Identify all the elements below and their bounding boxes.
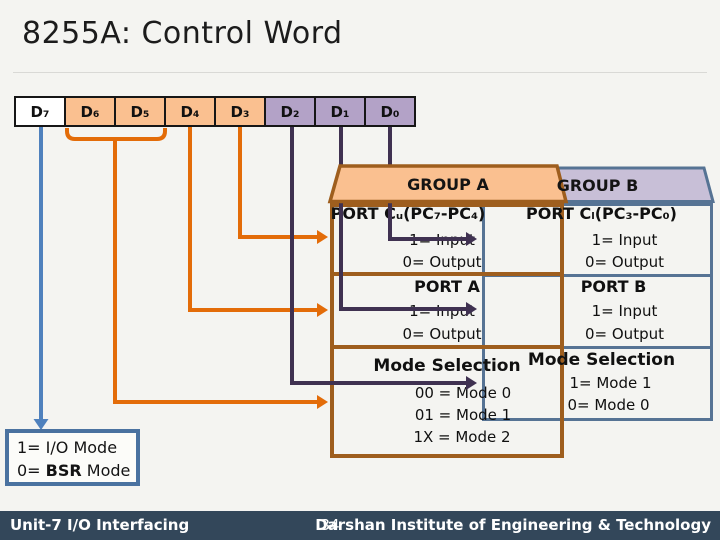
footer-institute-label: Darshan Institute of Engineering & Techn… [315, 516, 711, 534]
group-b-port-b-line: 0= Output [585, 325, 664, 343]
bit-cell-d0: D₀ [364, 96, 416, 127]
page-title: 8255A: Control Word [22, 16, 343, 51]
bit-cell-d4: D₄ [164, 96, 216, 127]
group-a-mode-line: 01 = Mode 1 [414, 406, 512, 424]
group-b-mode-line: 0= Mode 0 [567, 396, 650, 414]
bsr-mode-line: 0= BSR Mode [17, 461, 131, 480]
group-b-port-c-lower-line: 1= Input [591, 231, 658, 249]
group-a-divider-2 [330, 345, 564, 349]
bit-cell-d6: D₆ [64, 96, 116, 127]
bit-cell-d7: D₇ [14, 96, 66, 127]
io-bsr-mode-box: 1= I/O Mode 0= BSR Mode [5, 429, 140, 486]
bit-cell-d2: D₂ [264, 96, 316, 127]
group-b-header-label: GROUP B [556, 176, 639, 195]
d3-connector [238, 127, 328, 244]
group-b-mode-line: 1= Mode 1 [569, 374, 652, 392]
io-mode-line: 1= I/O Mode [17, 438, 118, 457]
control-word-bit-row: D₇ D₆ D₅ D₄ D₃ D₂ D₁ D₀ [14, 96, 416, 127]
group-b-divider-1 [482, 274, 713, 277]
group-a-mode-line: 1X = Mode 2 [413, 428, 511, 446]
bit-cell-d3: D₃ [214, 96, 266, 127]
group-b-mode-selection-title: Mode Selection [527, 350, 676, 370]
group-b-port-b-line: 1= Input [591, 302, 658, 320]
d6-d5-arrowhead [317, 395, 328, 409]
title-divider [13, 72, 707, 73]
d6-d5-bracket-connector [65, 128, 328, 409]
group-b-box [482, 203, 713, 421]
group-b-port-c-lower-title: PORT Cₗ(PC₃-PC₀) [526, 204, 677, 223]
footer-bar: Unit-7 I/O Interfacing 34 Darshan Instit… [0, 511, 720, 540]
d7-connector [33, 127, 49, 430]
footer-unit-label: Unit-7 I/O Interfacing [10, 516, 190, 534]
bit-cell-d5: D₅ [114, 96, 166, 127]
group-a-divider-1 [330, 272, 564, 276]
group-a-mode-line: 00 = Mode 0 [414, 384, 512, 402]
page-number: 34 [320, 516, 340, 534]
group-b-divider-2 [482, 346, 713, 349]
group-b-port-b-title: PORT B [580, 277, 647, 296]
group-b-port-c-lower-line: 0= Output [585, 253, 664, 271]
bit-cell-d1: D₁ [314, 96, 366, 127]
group-a-header-label: GROUP A [407, 175, 489, 194]
